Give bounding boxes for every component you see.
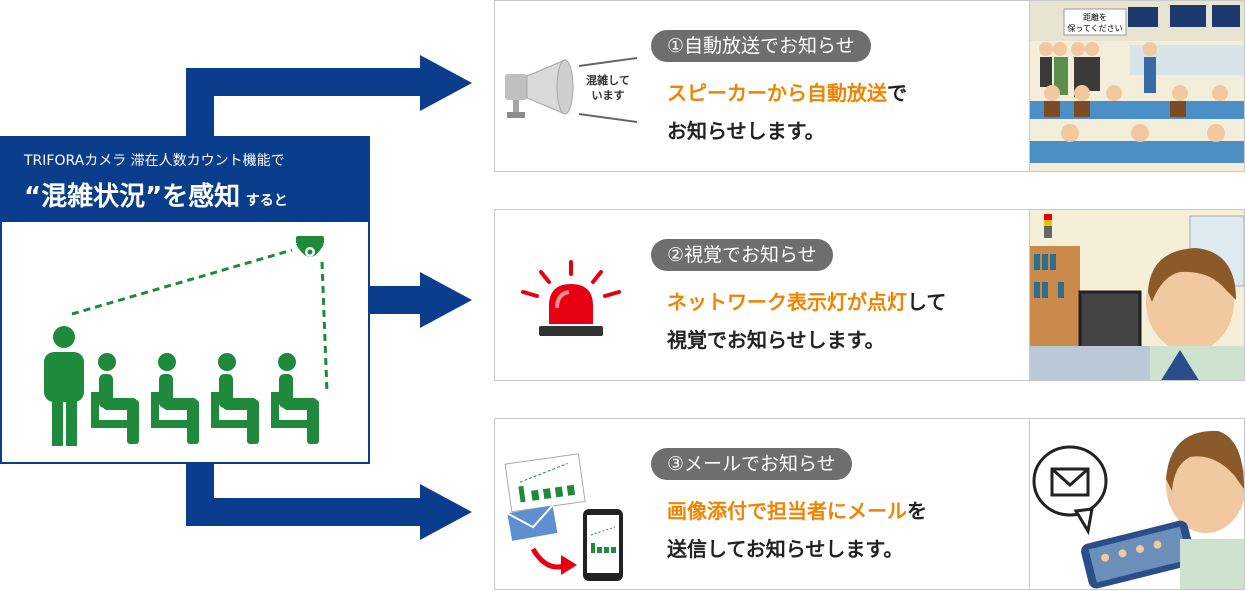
sign-text-2: 保ってください	[1067, 23, 1122, 33]
card-email: ③メールでお知らせ 画像添付で担当者にメールを 送信してお知らせします。	[494, 418, 1245, 590]
arrow-shaft-top	[186, 68, 430, 96]
panel-headline-main: “混雑状況”を感知	[24, 182, 241, 212]
seated-people-icons	[91, 353, 319, 444]
arrow-head-middle	[420, 272, 472, 328]
speaker-message-line-2: います	[591, 89, 625, 102]
arrow-head-top	[420, 55, 472, 111]
card-description-email: 画像添付で担当者にメールを 送信してお知らせします。	[667, 492, 927, 568]
desc-highlight: 画像添付で担当者にメール	[667, 499, 907, 523]
desc-suffix: して	[907, 290, 947, 314]
card-visual: ②視覚でお知らせ ネットワーク表示灯が点灯して 視覚でお知らせします。	[494, 209, 1245, 381]
panel-header: TRIFORAカメラ 滞在人数カウント機能で “混雑状況”を感知 すると	[2, 138, 368, 222]
desc-highlight: ネットワーク表示灯が点灯	[667, 290, 907, 314]
speaker-message: 混雑して います	[581, 73, 635, 103]
desc-highlight: スピーカーから自動放送	[667, 81, 887, 105]
office-worker-illustration	[1030, 210, 1244, 380]
panel-headline: “混雑状況”を感知 すると	[24, 176, 288, 213]
panel-subtitle: TRIFORAカメラ 滞在人数カウント機能で	[24, 153, 285, 169]
tablet-user-illustration	[1030, 419, 1244, 589]
mail-icon	[504, 453, 623, 581]
arrow-head-bottom	[420, 484, 472, 540]
desc-suffix: で	[887, 81, 907, 105]
desc-suffix: を	[907, 499, 927, 523]
card-description-visual: ネットワーク表示灯が点灯して 視覚でお知らせします。	[667, 283, 946, 359]
mail-icon-area	[495, 419, 645, 589]
speaker-icon	[505, 57, 638, 123]
waiting-room-illustration: 距離を 保ってください	[1030, 1, 1244, 171]
panel-headline-suffix: すると	[245, 193, 288, 209]
card-title-visual: ②視覚でお知らせ	[651, 239, 833, 271]
speaker-message-line-1: 混雑して	[586, 74, 630, 87]
speaker-icon-area: 混雑して います	[495, 1, 645, 171]
warning-light-icon-area	[495, 210, 645, 380]
dome-camera-icon	[296, 236, 324, 257]
arrow-shaft-bottom	[186, 498, 430, 526]
card-title-email: ③メールでお知らせ	[651, 448, 852, 480]
desc-line-2: 視覚でお知らせします。	[667, 328, 885, 352]
desc-line-2: お知らせします。	[667, 119, 825, 143]
sign-text-1: 距離を	[1083, 12, 1107, 22]
card-title-announcement: ①自動放送でお知らせ	[651, 30, 871, 62]
card-divider	[1029, 1, 1030, 171]
card-announcement: 混雑して います ①自動放送でお知らせ スピーカーから自動放送で お知らせします…	[494, 0, 1245, 172]
standing-person-icon	[44, 326, 84, 446]
desc-line-2: 送信してお知らせします。	[667, 537, 904, 561]
card-description-announcement: スピーカーから自動放送で お知らせします。	[667, 74, 907, 150]
card-divider	[1029, 419, 1030, 589]
warning-light-icon	[521, 260, 621, 336]
crowd-illustration	[44, 236, 329, 446]
card-divider	[1029, 210, 1030, 380]
detection-panel: TRIFORAカメラ 滞在人数カウント機能で “混雑状況”を感知 すると	[0, 136, 370, 464]
